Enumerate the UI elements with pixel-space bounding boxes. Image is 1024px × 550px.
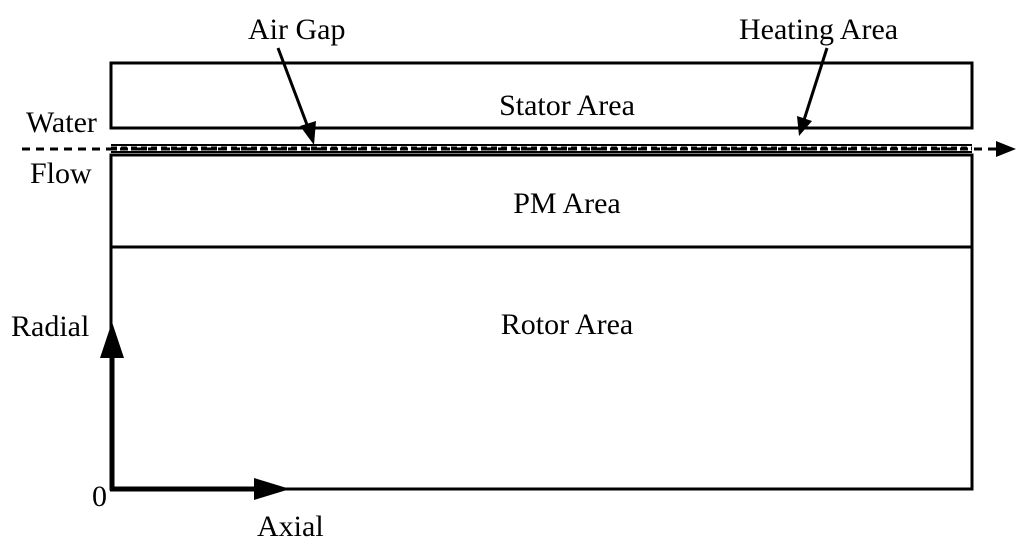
pm-area-label: PM Area: [513, 187, 621, 220]
water-label: Water: [26, 106, 97, 139]
flow-label: Flow: [30, 157, 92, 190]
heating-area-label: Heating Area: [739, 13, 898, 46]
heating-area-pointer: [802, 47, 829, 121]
pm-rotor-region: [109, 153, 974, 491]
radial-axis-label: Radial: [11, 310, 89, 343]
air-gap-pointer-head: [300, 121, 316, 145]
origin-label: 0: [92, 480, 107, 513]
rotor-area-label: Rotor Area: [501, 308, 633, 341]
stator-area-label: Stator Area: [499, 89, 635, 122]
air-gap-label: Air Gap: [248, 13, 345, 46]
water-flow-arrowhead: [996, 141, 1016, 157]
axial-axis-arrowhead: [254, 478, 290, 500]
air-gap-pointer: [276, 47, 311, 131]
radial-axis-arrowhead: [100, 322, 124, 358]
axial-axis-label: Axial: [257, 510, 324, 543]
heating-area-pointer-head: [797, 116, 812, 136]
stator-region: [109, 61, 974, 130]
